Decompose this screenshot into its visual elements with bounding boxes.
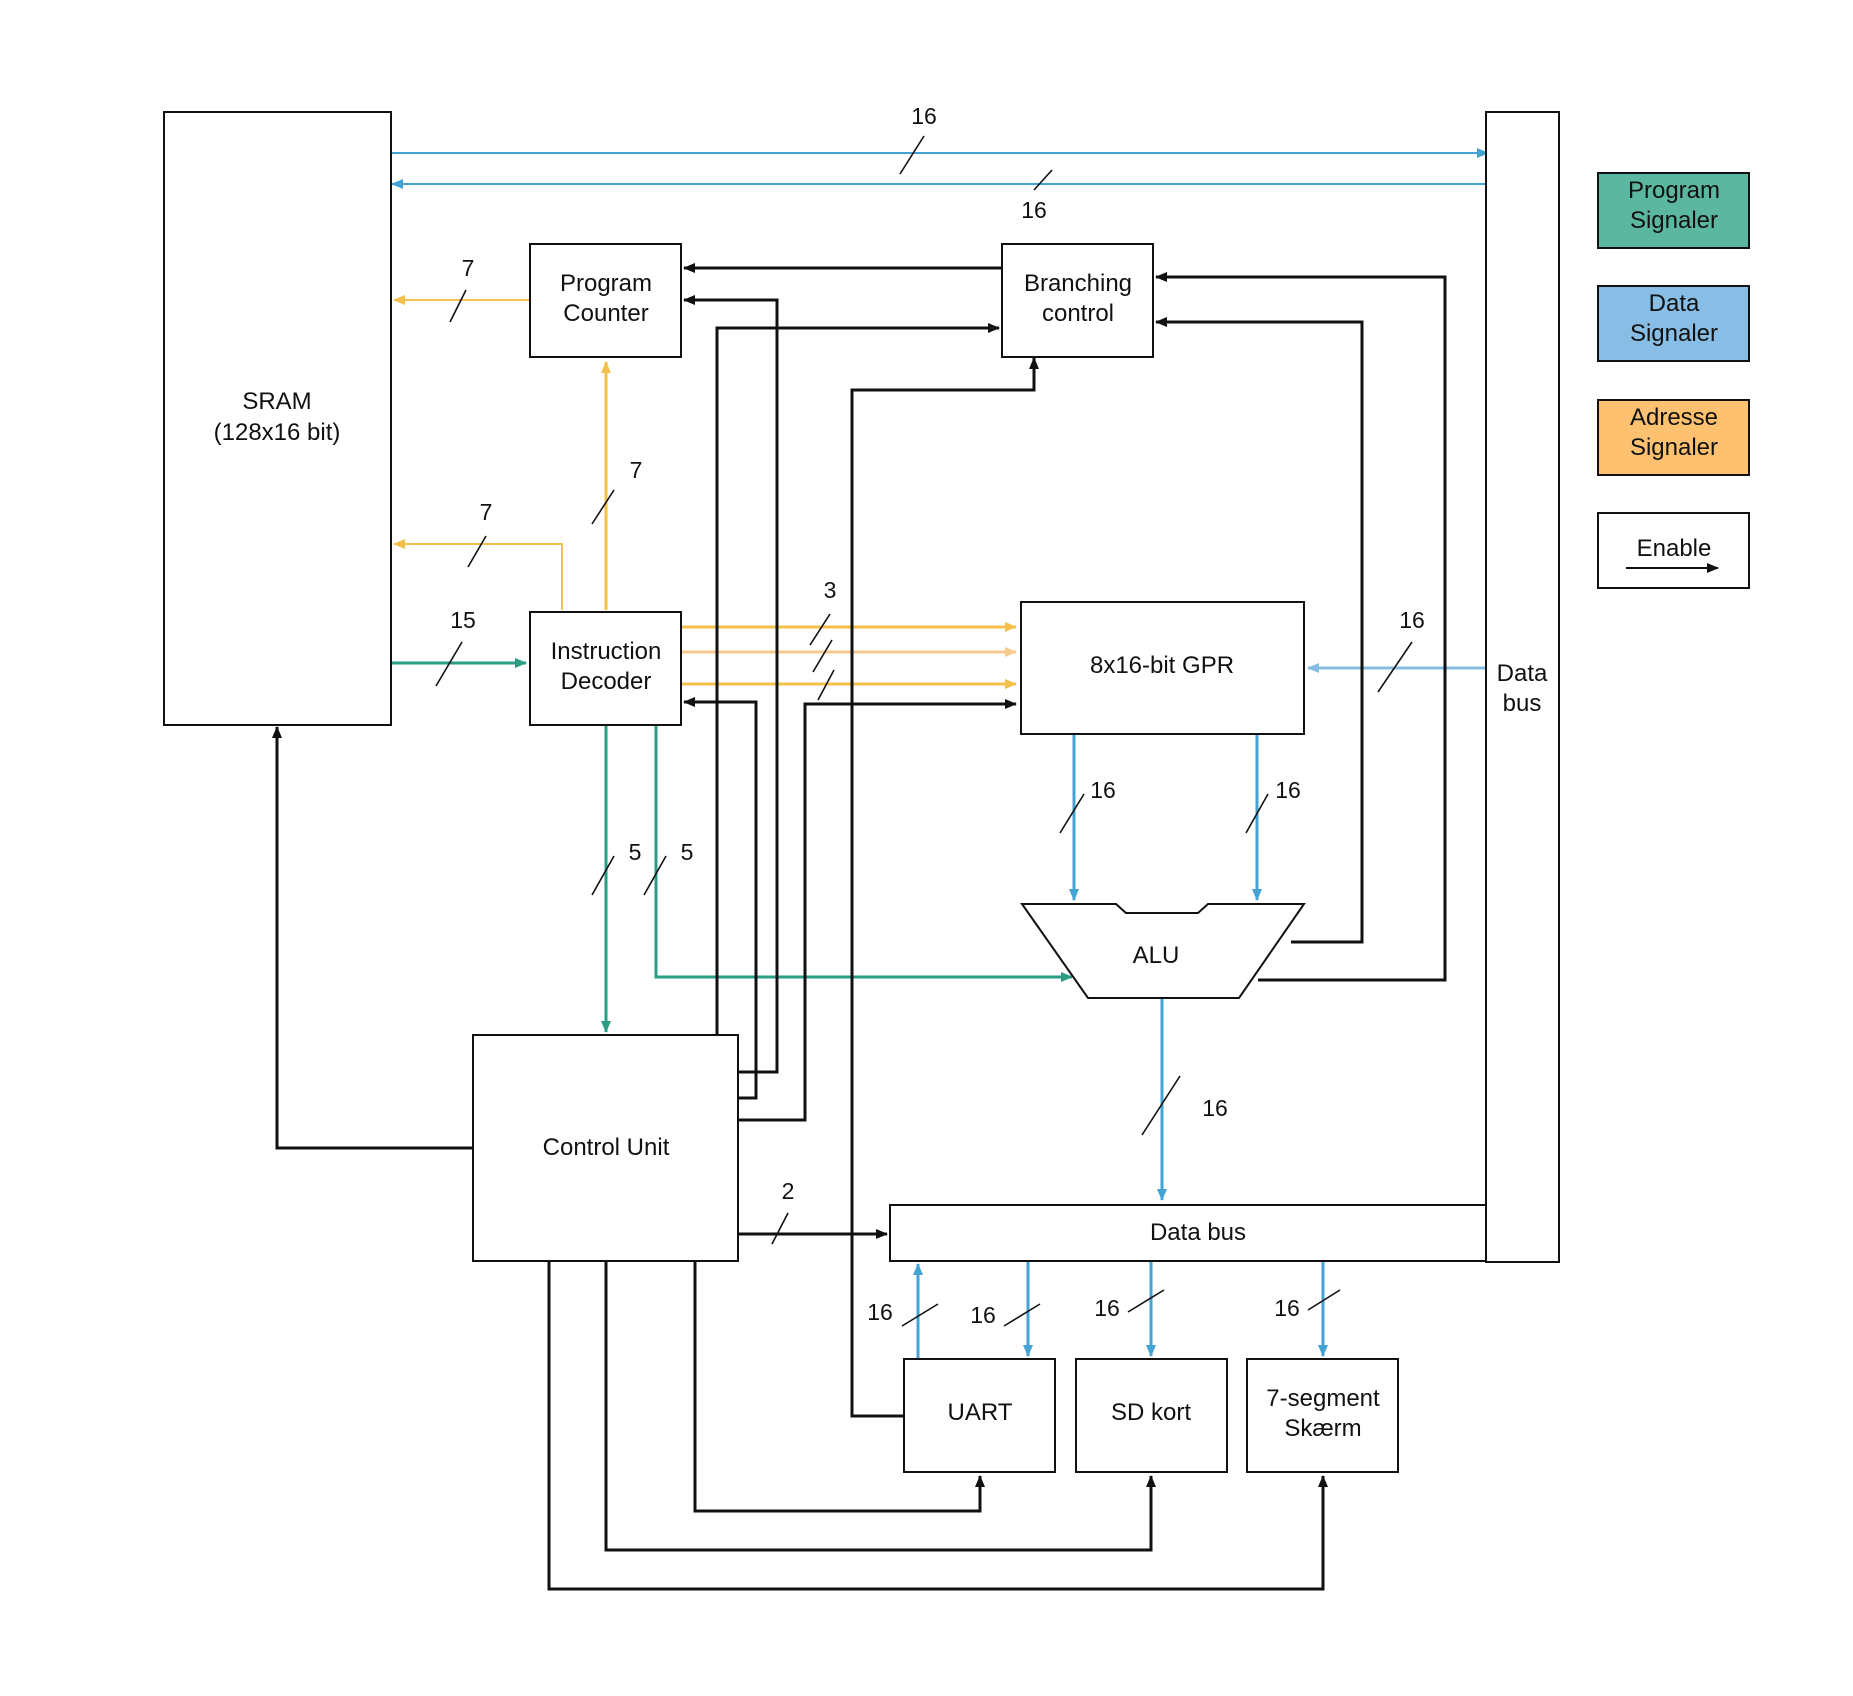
wire-control-to-sd: [604, 1262, 1156, 1552]
alu-label: ALU: [1133, 942, 1180, 969]
legend: Program Signaler Data Signaler Adresse S…: [1597, 172, 1750, 589]
wires: [272, 148, 1489, 1591]
data-bus-horizontal-block: Data bus: [889, 1204, 1487, 1262]
blocks: SRAM (128x16 bit) Program Counter Branch…: [163, 111, 1560, 1473]
bus-width-gpr-to-alu-a: 16: [1090, 777, 1116, 803]
bus-width-sram-to-databus: 16: [911, 103, 937, 129]
legend-program-signals: Program Signaler: [1597, 172, 1750, 249]
legend-address-signals: Adresse Signaler: [1597, 399, 1750, 476]
bus-width-annotations: 16 16 7 7 7 15 3 16 16 16 5 5 16 2 16 16: [435, 103, 1425, 1328]
program-counter-label-line1: Program: [560, 270, 652, 297]
bus-width-control-to-databus: 2: [782, 1178, 795, 1204]
legend-program-line2: Signaler: [1630, 207, 1718, 234]
bus-width-decoder-to-gpr: 3: [824, 577, 837, 603]
program-counter-block: Program Counter: [529, 243, 682, 358]
bus-width-databus-to-gpr: 16: [1399, 607, 1425, 633]
wire-control-to-pc: [683, 295, 779, 1074]
branching-control-label-line1: Branching: [1024, 270, 1132, 297]
bus-width-decoder-to-pc: 7: [630, 457, 643, 483]
bus-width-databus-to-sram: 16: [1021, 197, 1047, 223]
wire-control-to-decoder: [683, 697, 758, 1100]
control-unit-block: Control Unit: [472, 1034, 739, 1262]
bus-width-databus-to-uart: 16: [970, 1302, 996, 1328]
bus-width-alu-to-databus: 16: [1202, 1095, 1228, 1121]
control-unit-label: Control Unit: [543, 1134, 670, 1161]
wire-control-to-sram: [272, 726, 472, 1150]
wire-control-to-gpr: [739, 699, 1017, 1122]
instruction-decoder-block: Instruction Decoder: [529, 611, 682, 726]
bus-width-databus-to-sd: 16: [1094, 1295, 1120, 1321]
bus-width-pc-to-sram: 7: [462, 255, 475, 281]
seven-segment-label-line2: Skærm: [1284, 1415, 1361, 1442]
data-bus-vertical-label-line2: bus: [1503, 690, 1542, 717]
uart-block: UART: [903, 1358, 1056, 1473]
program-counter-label-line2: Counter: [563, 300, 648, 327]
data-bus-horizontal-label: Data bus: [1150, 1219, 1246, 1246]
bus-width-decoder-to-sram: 7: [480, 499, 493, 525]
instruction-decoder-label-line1: Instruction: [551, 638, 662, 665]
wire-decoder-to-sram: [393, 539, 563, 610]
bus-width-uart-to-databus: 16: [867, 1299, 893, 1325]
data-bus-vertical-label-line1: Data: [1497, 660, 1548, 687]
branching-control-label-line2: control: [1042, 300, 1114, 327]
sd-card-block: SD kort: [1075, 1358, 1228, 1473]
legend-data-signals: Data Signaler: [1597, 285, 1750, 362]
legend-data-line2: Signaler: [1630, 320, 1718, 347]
legend-enable: Enable: [1597, 512, 1750, 589]
wire-uart-to-branching: [850, 357, 1039, 1418]
wire-control-to-branching: [715, 323, 1000, 1034]
legend-address-line1: Adresse: [1630, 404, 1718, 431]
bus-width-databus-to-7seg: 16: [1274, 1295, 1300, 1321]
branching-control-block: Branching control: [1001, 243, 1154, 358]
seven-segment-label-line1: 7-segment: [1266, 1385, 1380, 1412]
data-bus-vertical-block: Data bus: [1485, 111, 1560, 1263]
seven-segment-block: 7-segment Skærm: [1246, 1358, 1399, 1473]
instruction-decoder-label-line2: Decoder: [561, 668, 652, 695]
sram-block: SRAM (128x16 bit): [163, 111, 392, 726]
bus-width-sram-to-decoder: 15: [450, 607, 476, 633]
wire-alu-to-branching-1: [1155, 317, 1364, 944]
gpr-label: 8x16-bit GPR: [1090, 652, 1234, 679]
wire-decoder-to-alu: [654, 725, 1073, 982]
legend-address-line2: Signaler: [1630, 434, 1718, 461]
legend-data-line1: Data: [1649, 290, 1700, 317]
wire-alu-to-branching-2: [1155, 272, 1447, 982]
alu-block: ALU: [1020, 903, 1306, 999]
bus-width-decoder-to-alu: 5: [681, 839, 694, 865]
bus-width-gpr-to-alu-b: 16: [1275, 777, 1301, 803]
legend-program-line1: Program: [1628, 177, 1720, 204]
wire-control-to-7seg: [547, 1262, 1328, 1591]
wire-control-to-uart: [693, 1262, 985, 1513]
sram-label-line2: (128x16 bit): [214, 419, 341, 446]
bus-width-decoder-to-control: 5: [629, 839, 642, 865]
uart-label: UART: [948, 1399, 1013, 1426]
legend-enable-label: Enable: [1637, 535, 1712, 562]
sram-label-line1: SRAM: [242, 388, 311, 415]
sd-card-label: SD kort: [1111, 1399, 1191, 1426]
gpr-block: 8x16-bit GPR: [1020, 601, 1305, 735]
